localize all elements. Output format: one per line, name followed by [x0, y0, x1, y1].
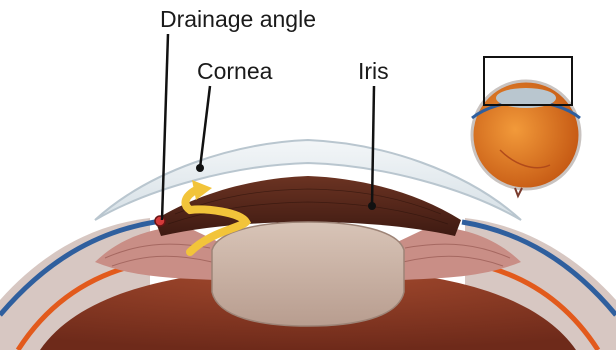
iris-label: Iris — [358, 58, 389, 84]
lens — [212, 222, 404, 326]
drainage-angle-marker — [155, 216, 165, 226]
iris-leader-dot — [368, 202, 376, 210]
drainage-angle-leader — [162, 34, 168, 220]
drainage-angle-label: Drainage angle — [160, 6, 316, 32]
cornea-leader — [200, 86, 210, 168]
eyeball-inset-icon — [472, 57, 580, 196]
cornea-leader-dot — [196, 164, 204, 172]
cornea-label: Cornea — [197, 58, 272, 84]
